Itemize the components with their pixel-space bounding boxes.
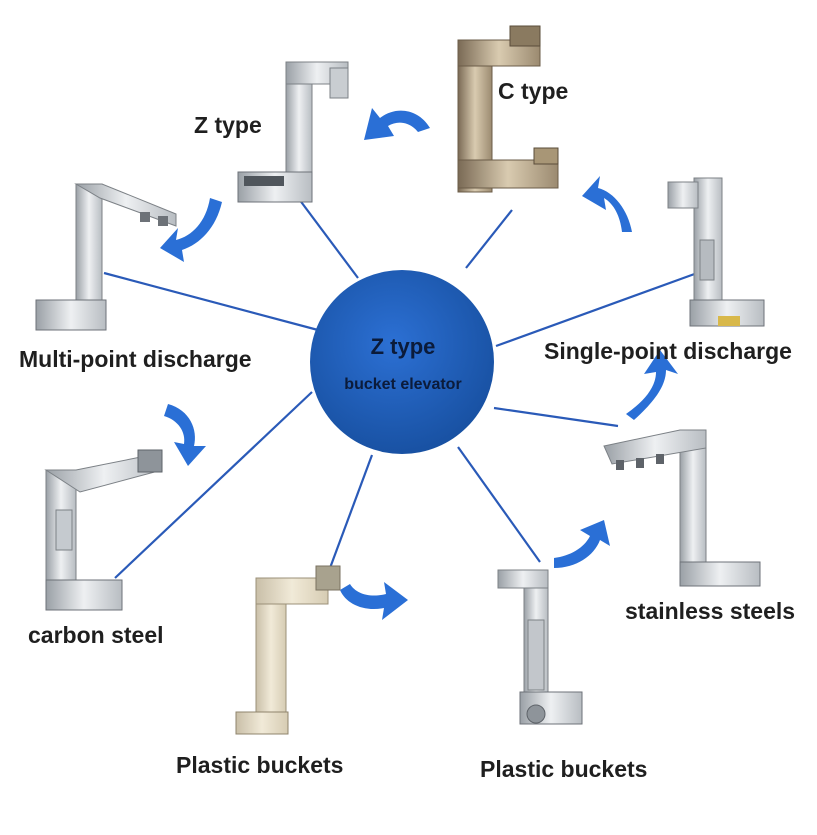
connector-plastic-left — [328, 454, 374, 569]
arrow-to-carbon-steel-icon — [164, 404, 206, 466]
connector-multi-point — [103, 271, 319, 332]
center-hub — [310, 270, 494, 454]
arrow-to-plastic-left-icon — [340, 582, 408, 620]
multi-point-machine-icon — [35, 183, 177, 331]
carbon-steel-machine-icon — [44, 449, 163, 611]
label-z-type: Z type — [194, 112, 262, 138]
connector-plastic-right — [457, 446, 541, 563]
arrow-to-multi-point-icon — [160, 198, 222, 262]
plastic-bucket-beige-machine-icon — [235, 565, 341, 735]
connector-carbon-steel — [114, 391, 313, 579]
flow-arrows — [160, 108, 678, 620]
center-subtitle: bucket elevator — [344, 376, 462, 393]
single-point-machine-icon — [667, 177, 765, 327]
connector-single-point — [495, 270, 701, 348]
stainless-machine-icon — [603, 429, 761, 587]
connector-lines — [103, 194, 701, 579]
label-c-type: C type — [498, 78, 569, 104]
label-multi-point-discharge: Multi-point discharge — [19, 346, 252, 372]
c-type-machine-icon — [457, 25, 559, 193]
label-plastic-buckets-left: Plastic buckets — [176, 752, 344, 778]
arrow-to-c-type-icon — [582, 176, 632, 232]
arrow-to-z-type-icon — [364, 108, 430, 140]
connector-stainless — [493, 406, 619, 428]
label-stainless-steels: stainless steels — [625, 598, 796, 624]
z-type-machine-icon — [237, 61, 349, 203]
center-title: Z type — [370, 334, 436, 359]
connector-c-type — [465, 209, 513, 269]
arrow-to-single-point-icon — [626, 350, 678, 420]
label-plastic-buckets-right: Plastic buckets — [480, 756, 648, 782]
label-carbon-steel: carbon steel — [28, 622, 164, 648]
label-single-point-discharge: Single-point discharge — [544, 338, 792, 364]
plastic-bucket-steel-machine-icon — [497, 569, 583, 725]
arrow-to-stainless-icon — [554, 520, 610, 568]
connector-z-type — [295, 194, 359, 279]
